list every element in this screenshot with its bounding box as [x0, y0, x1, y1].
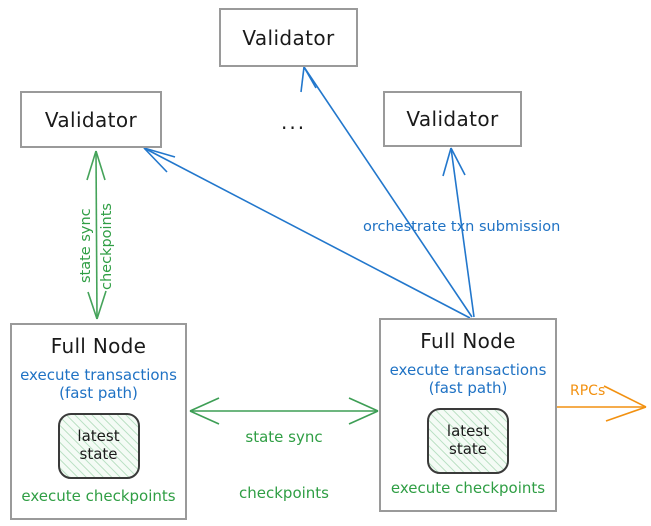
full-node-left-fastpath-line1: execute transactions [20, 366, 177, 384]
state-sync-horizontal-label-line1: state sync [245, 427, 323, 446]
full-node-left-latest-state-line1: latest [77, 426, 120, 445]
rpcs-label: RPCs [570, 383, 606, 399]
full-node-right-fastpath-line1: execute transactions [389, 361, 547, 379]
full-node-right-fastpath-line2: (fast path) [428, 379, 508, 398]
state-sync-vertical-label-line1: state sync [78, 208, 94, 283]
orchestrate-txn-submission-label: orchestrate txn submission [363, 219, 561, 235]
full-node-left-fastpath: execute transactions (fast path) [20, 366, 177, 403]
validator-right-box[interactable]: Validator [383, 91, 522, 147]
full-node-right-latest-state-line2: state [449, 439, 487, 458]
validator-top-label: Validator [242, 25, 335, 50]
validators-ellipsis: ... [281, 110, 307, 134]
full-node-right-latest-state[interactable]: latest state [427, 407, 509, 474]
state-sync-horizontal-label-line2: checkpoints [239, 483, 329, 502]
full-node-left-latest-state-line2: state [79, 444, 118, 463]
full-node-right-title: Full Node [420, 329, 516, 353]
full-node-left-execute-checkpoints: execute checkpoints [21, 487, 176, 505]
state-sync-vertical-label-line2: checkpoints [99, 203, 115, 290]
full-node-left-title: Full Node [50, 334, 147, 358]
full-node-left-box[interactable]: Full Node execute transactions (fast pat… [10, 323, 187, 520]
full-node-left-fastpath-line2: (fast path) [59, 384, 138, 403]
validator-left-label: Validator [44, 107, 138, 132]
state-sync-horizontal-label: state sync checkpoints [222, 390, 346, 526]
full-node-left-latest-state[interactable]: latest state [57, 412, 140, 479]
validator-top-box[interactable]: Validator [219, 8, 358, 67]
full-node-right-execute-checkpoints: execute checkpoints [390, 479, 546, 497]
full-node-right-latest-state-line1: latest [446, 421, 490, 440]
full-node-right-box[interactable]: Full Node execute transactions (fast pat… [379, 318, 557, 512]
validator-left-box[interactable]: Validator [20, 91, 162, 148]
validator-right-label: Validator [406, 107, 499, 131]
full-node-right-fastpath: execute transactions (fast path) [390, 361, 547, 398]
